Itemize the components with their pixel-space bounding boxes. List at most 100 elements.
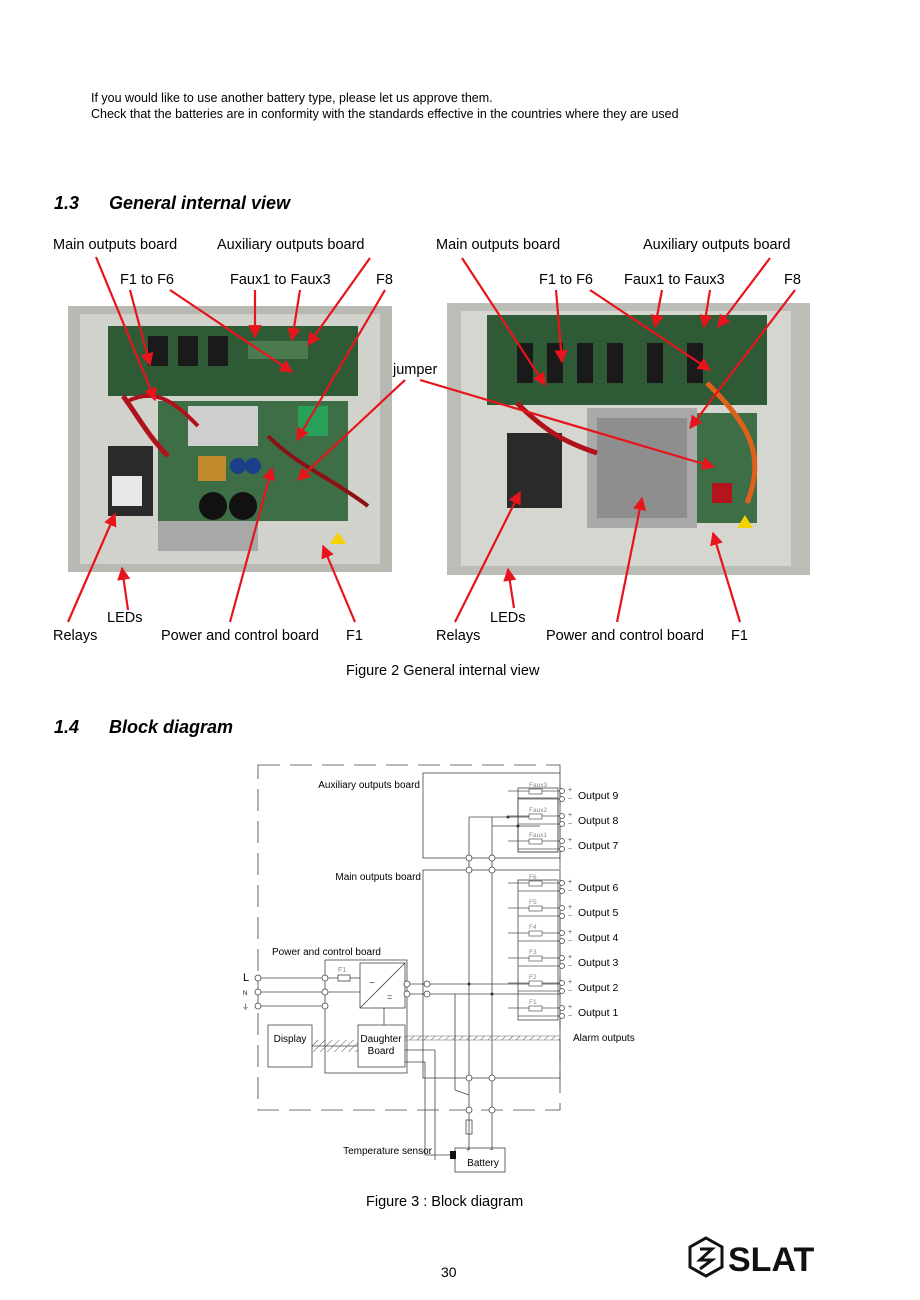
diagram-input-ground: ⏚ <box>242 1003 249 1011</box>
svg-text:SLAT: SLAT <box>728 1241 814 1279</box>
label-f8-right: F8 <box>784 272 801 288</box>
intro-line-1: If you would like to use another battery… <box>91 91 493 105</box>
main-output-row: F4 + −Output 4 <box>508 924 618 945</box>
aux-output-row: Faux2+−Output 8 <box>508 807 618 828</box>
main-output-plus-sign: + <box>568 1004 572 1011</box>
aux-output-row: Faux1 + −Output 7 <box>508 832 618 853</box>
main-output-minus-sign: − <box>568 913 572 920</box>
label-relays-left: Relays <box>53 628 98 644</box>
main-output-fuse-label: F1 <box>529 999 537 1006</box>
main-output-fuse-symbol <box>528 1005 543 1012</box>
label-relays-right: Relays <box>436 628 481 644</box>
main-output-row: F6 + −Output 6 <box>508 874 618 895</box>
aux-output-output-label: Output 7 <box>578 840 618 852</box>
intro-line-2: Check that the batteries are in conformi… <box>91 107 679 121</box>
aux-output-minus-sign: − <box>568 846 572 853</box>
aux-output-plus-sign: + <box>568 812 572 819</box>
main-output-terminal-plus <box>559 955 565 961</box>
label-power-control-board-right: Power and control board <box>546 628 704 644</box>
callout-arrows <box>66 256 796 623</box>
aux-output-terminal-plus <box>559 838 565 844</box>
main-output-output-label: Output 3 <box>578 957 618 969</box>
main-output-minus-sign: − <box>568 963 572 970</box>
main-output-fuse-symbol <box>528 980 543 987</box>
aux-output-plus-sign: + <box>568 837 572 844</box>
main-output-fuse-label: F6 <box>529 874 537 881</box>
main-output-minus-sign: − <box>568 988 572 995</box>
main-output-plus-sign: + <box>568 954 572 961</box>
diagram-input-l: L <box>243 972 249 984</box>
label-leds-left: LEDs <box>107 610 143 626</box>
main-output-plus-sign: + <box>568 879 572 886</box>
main-output-output-label: Output 2 <box>578 982 618 994</box>
diagram-label-power-control-board: Power and control board <box>272 947 381 958</box>
main-output-terminal-plus <box>559 1005 565 1011</box>
main-output-row: F5+−Output 5 <box>508 899 618 920</box>
aux-output-fuse-label: Faux2 <box>529 807 547 814</box>
diagram-fuse-f1-input: F1 <box>338 967 346 974</box>
slat-logo-mark-icon <box>688 1236 724 1278</box>
diagram-display-label: Display <box>274 1034 307 1045</box>
label-auxiliary-outputs-board-left: Auxiliary outputs board <box>217 237 365 253</box>
main-output-output-label: Output 6 <box>578 882 618 894</box>
main-output-fuse-symbol <box>528 880 543 887</box>
aux-output-fuse-label: Faux1 <box>529 832 547 839</box>
main-output-output-label: Output 4 <box>578 932 618 944</box>
label-jumper: jumper <box>393 362 438 378</box>
aux-output-terminal-minus <box>559 796 565 802</box>
aux-output-plus-sign: + <box>568 787 572 794</box>
main-output-fuse-label: F4 <box>529 924 537 931</box>
main-output-fuse-label: F3 <box>529 949 537 956</box>
main-output-output-label: Output 1 <box>578 1007 618 1019</box>
aux-output-minus-sign: − <box>568 821 572 828</box>
label-power-control-board-left: Power and control board <box>161 628 319 644</box>
slat-logo: SLAT <box>688 1236 828 1280</box>
diagram-battery-plus: + <box>466 1147 470 1154</box>
label-f1-to-f6-right: F1 to F6 <box>539 272 593 288</box>
diagram-alarm-outputs: Alarm outputs <box>573 1033 635 1044</box>
label-main-outputs-board-left: Main outputs board <box>53 237 178 253</box>
aux-output-terminal-plus <box>559 788 565 794</box>
main-output-minus-sign: − <box>568 1013 572 1020</box>
diagram-input-n: N <box>243 991 247 997</box>
main-output-terminal-minus <box>559 1013 565 1019</box>
aux-output-fuse-symbol <box>528 838 543 845</box>
label-main-outputs-board-right: Main outputs board <box>436 237 561 253</box>
aux-output-terminal-minus <box>559 846 565 852</box>
main-output-row: F1 + −Output 1 <box>508 999 618 1020</box>
aux-output-row: Faux3+−Output 9 <box>508 782 618 803</box>
aux-output-fuse-symbol <box>528 813 543 820</box>
figure-2-caption: Figure 2 General internal view <box>346 663 540 679</box>
main-output-terminal-minus <box>559 913 565 919</box>
main-output-terminal-minus <box>559 938 565 944</box>
main-output-row: F2+−Output 2 <box>508 974 618 995</box>
main-output-minus-sign: − <box>568 888 572 895</box>
main-output-fuse-label: F5 <box>529 899 537 906</box>
diagram-label-main-outputs-board: Main outputs board <box>335 872 421 883</box>
main-output-plus-sign: + <box>568 929 572 936</box>
page-number: 30 <box>441 1264 457 1280</box>
label-f8-left: F8 <box>376 272 393 288</box>
label-f1-to-f6-left: F1 to F6 <box>120 272 174 288</box>
aux-output-fuse-label: Faux3 <box>529 782 547 789</box>
main-output-fuse-symbol <box>528 905 543 912</box>
aux-output-fuse-symbol <box>528 788 543 795</box>
main-output-fuse-symbol <box>528 930 543 937</box>
section-1-4-title: Block diagram <box>109 717 234 737</box>
main-output-plus-sign: + <box>568 979 572 986</box>
main-output-output-label: Output 5 <box>578 907 618 919</box>
label-leds-right: LEDs <box>490 610 526 626</box>
label-faux1-to-faux3-left: Faux1 to Faux3 <box>230 272 331 288</box>
main-output-minus-sign: − <box>568 938 572 945</box>
section-1-3-title: General internal view <box>109 193 291 213</box>
main-output-terminal-plus <box>559 930 565 936</box>
section-1-3-number: 1.3 <box>54 193 80 213</box>
svg-text:~: ~ <box>369 978 375 989</box>
main-output-terminal-minus <box>559 963 565 969</box>
diagram-daughter-label-2: Board <box>368 1046 395 1057</box>
aux-output-terminal-plus <box>559 813 565 819</box>
label-auxiliary-outputs-board-right: Auxiliary outputs board <box>643 237 791 253</box>
main-output-row: F3 + −Output 3 <box>508 949 618 970</box>
main-output-terminal-plus <box>559 980 565 986</box>
